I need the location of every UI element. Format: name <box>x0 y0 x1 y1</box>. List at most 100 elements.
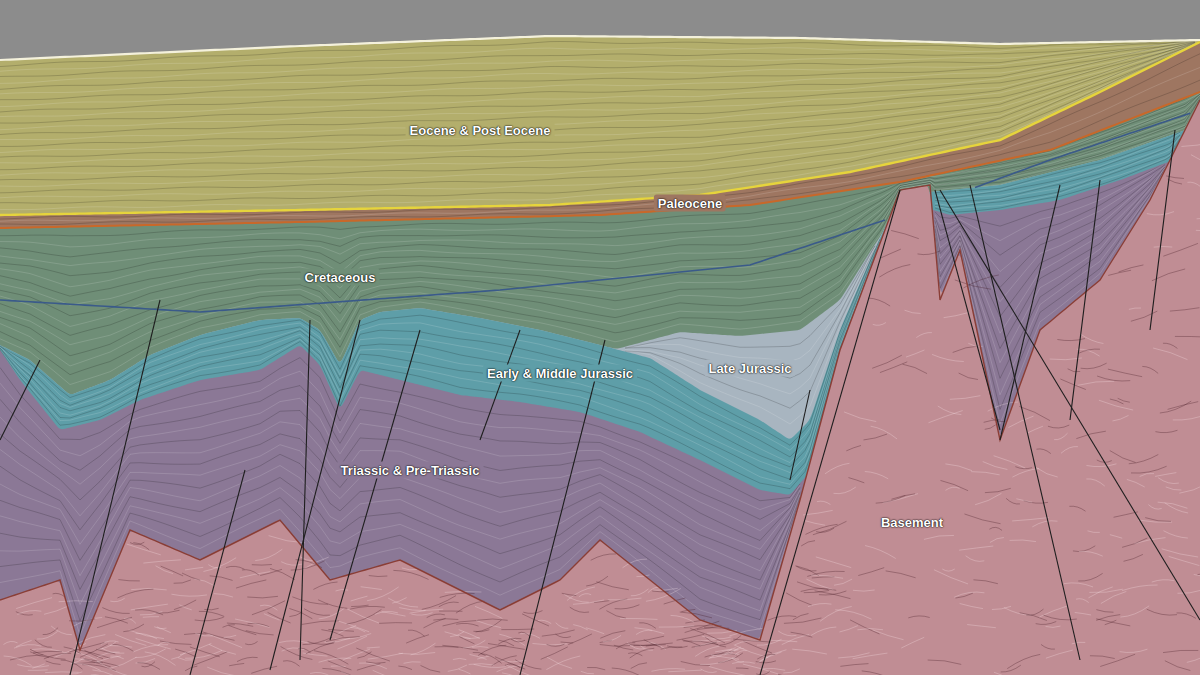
texture-stroke <box>1187 182 1200 187</box>
texture-stroke <box>1122 538 1147 547</box>
texture-stroke <box>756 671 770 675</box>
texture-stroke <box>411 613 432 616</box>
texture-stroke <box>1154 246 1173 248</box>
texture-stroke <box>45 671 78 673</box>
texture-stroke <box>73 659 92 661</box>
reflection-line <box>0 44 1195 163</box>
texture-stroke <box>442 645 478 650</box>
texture-stroke <box>351 605 368 606</box>
texture-stroke <box>456 623 478 626</box>
texture-stroke <box>69 643 104 652</box>
texture-stroke <box>1086 479 1104 486</box>
fault-line <box>520 340 605 675</box>
texture-stroke <box>328 661 352 670</box>
texture-stroke <box>210 576 233 581</box>
texture-stroke <box>555 634 570 637</box>
texture-stroke <box>953 346 979 352</box>
texture-stroke <box>158 642 170 645</box>
texture-stroke <box>469 664 495 665</box>
texture-stroke <box>635 628 665 634</box>
texture-stroke <box>1119 265 1144 272</box>
texture-stroke <box>1079 551 1103 556</box>
texture-stroke <box>1165 503 1188 513</box>
texture-stroke <box>28 669 48 670</box>
texture-stroke <box>136 633 158 639</box>
texture-stroke <box>226 566 244 569</box>
texture-stroke <box>587 667 605 670</box>
texture-stroke <box>459 637 474 644</box>
texture-stroke <box>950 396 981 400</box>
layer-label: Basement <box>877 514 947 531</box>
texture-stroke <box>369 575 388 577</box>
texture-stroke <box>985 425 996 430</box>
texture-stroke <box>347 609 382 624</box>
texture-stroke <box>932 354 964 361</box>
texture-stroke <box>359 663 387 669</box>
texture-stroke <box>941 480 969 490</box>
texture-stroke <box>1028 426 1043 433</box>
texture-stroke <box>463 637 480 639</box>
layer-fill <box>0 42 1200 675</box>
texture-stroke <box>74 663 101 670</box>
texture-stroke <box>985 488 1011 492</box>
texture-stroke <box>682 640 700 646</box>
texture-stroke <box>581 671 594 674</box>
texture-stroke <box>445 632 471 639</box>
texture-stroke <box>367 587 399 601</box>
texture-stroke <box>423 618 445 628</box>
texture-stroke <box>44 606 69 614</box>
reflection-line <box>0 80 1200 224</box>
texture-stroke <box>392 598 406 604</box>
texture-stroke <box>782 634 810 644</box>
texture-stroke <box>223 625 235 628</box>
texture-stroke <box>628 653 642 656</box>
reflection-line <box>0 43 1195 157</box>
texture-stroke <box>735 650 747 654</box>
texture-stroke <box>1187 647 1200 662</box>
texture-stroke <box>76 635 105 644</box>
texture-stroke <box>235 619 270 627</box>
texture-stroke <box>934 570 968 584</box>
fault-line <box>760 190 900 675</box>
texture-stroke <box>871 426 897 439</box>
texture-stroke <box>1043 615 1076 620</box>
texture-stroke <box>379 622 412 624</box>
texture-stroke <box>864 434 888 440</box>
texture-stroke <box>732 662 755 664</box>
texture-stroke <box>1158 478 1179 484</box>
texture-stroke <box>289 612 302 617</box>
texture-stroke <box>596 582 628 590</box>
texture-stroke <box>964 514 1000 524</box>
reflection-line <box>0 169 1165 611</box>
texture-stroke <box>908 616 929 618</box>
texture-stroke <box>797 582 828 590</box>
texture-stroke <box>541 647 568 660</box>
texture-stroke <box>546 656 580 670</box>
reflection-line <box>0 99 1200 366</box>
texture-stroke <box>1163 243 1198 256</box>
reflection-line <box>0 168 1165 620</box>
texture-stroke <box>336 589 349 591</box>
texture-stroke <box>404 662 421 664</box>
texture-stroke <box>808 604 831 607</box>
texture-stroke <box>1152 580 1175 582</box>
texture-stroke <box>835 610 871 619</box>
texture-stroke <box>1165 661 1191 671</box>
texture-stroke <box>886 571 916 578</box>
texture-stroke <box>906 350 924 357</box>
texture-stroke <box>1118 398 1130 402</box>
texture-stroke <box>881 249 901 258</box>
texture-stroke <box>123 624 144 632</box>
texture-stroke <box>1088 531 1100 533</box>
reflection-line <box>0 42 1195 153</box>
texture-stroke <box>709 666 745 675</box>
texture-stroke <box>1036 622 1057 625</box>
texture-stroke <box>573 625 588 630</box>
texture-stroke <box>1036 449 1050 454</box>
texture-stroke <box>1168 402 1199 410</box>
texture-stroke <box>853 653 888 659</box>
texture-stroke <box>547 644 565 646</box>
texture-stroke <box>43 628 58 635</box>
texture-stroke <box>410 609 444 613</box>
texture-stroke <box>1131 466 1167 473</box>
